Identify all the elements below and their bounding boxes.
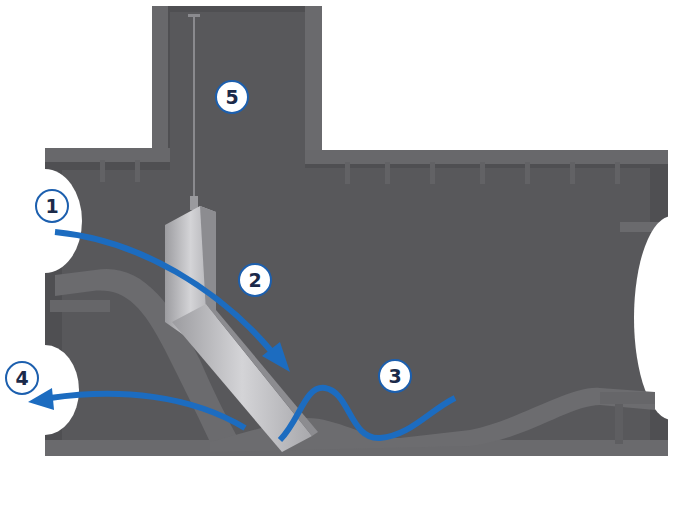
callout-number: 5 <box>215 80 249 114</box>
callout-number: 1 <box>35 189 69 223</box>
callout-number: 4 <box>5 361 39 395</box>
callout-number: 3 <box>378 359 412 393</box>
callout-number: 2 <box>238 263 272 297</box>
